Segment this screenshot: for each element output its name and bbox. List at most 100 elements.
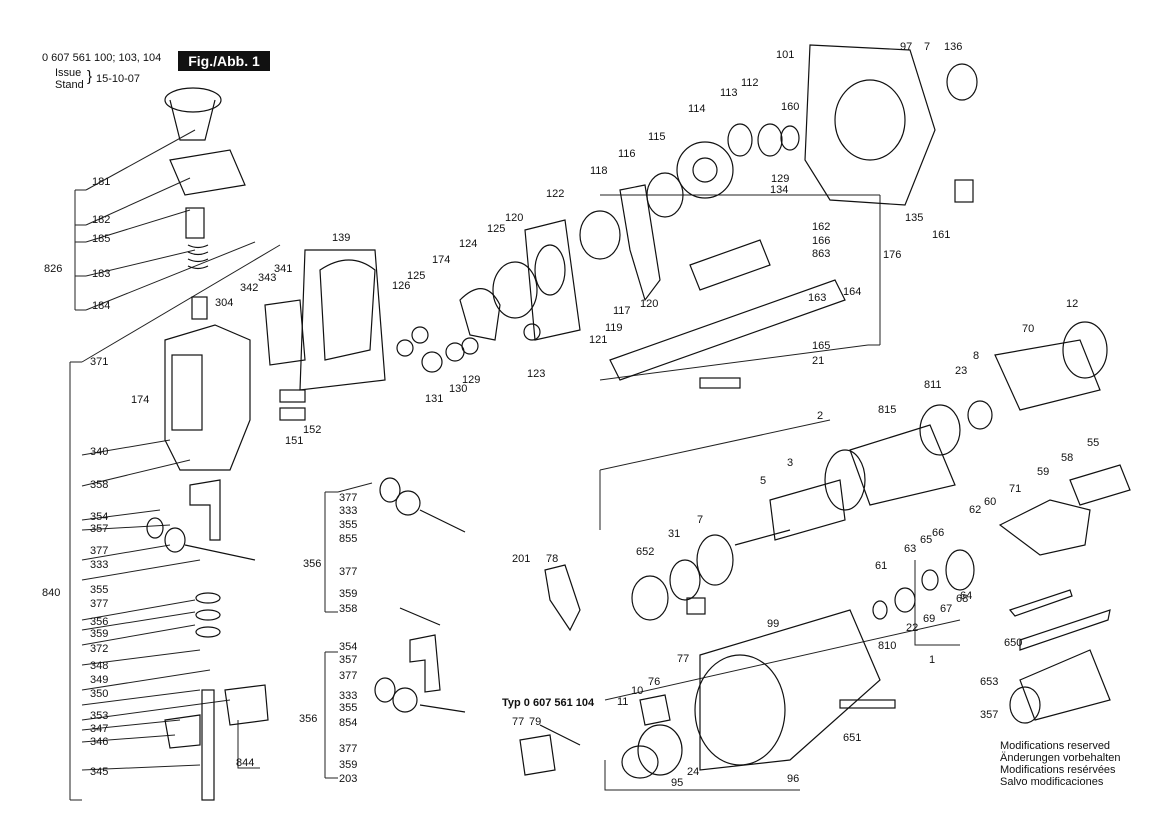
callout-844: 844 <box>236 757 255 769</box>
callout-125: 125 <box>407 270 426 282</box>
callout-130: 130 <box>449 383 468 395</box>
callout-304: 304 <box>215 297 234 309</box>
callout-12: 12 <box>1066 298 1079 310</box>
callout-2: 2 <box>817 410 824 422</box>
callout-119: 119 <box>605 322 623 334</box>
modifications-line: Modifications reserved <box>1000 740 1111 752</box>
callout-58: 58 <box>1061 452 1074 464</box>
callout-131: 131 <box>425 393 444 405</box>
callout-353: 353 <box>90 710 109 722</box>
callout-118: 118 <box>590 165 608 177</box>
callout-126: 126 <box>392 280 411 292</box>
callout-21: 21 <box>812 355 825 367</box>
callout-333: 333 <box>339 690 358 702</box>
callout-24: 24 <box>687 766 700 778</box>
callout-69: 69 <box>923 613 936 625</box>
callout-139: 139 <box>332 232 351 244</box>
callout-371: 371 <box>90 356 109 368</box>
callout-651: 651 <box>843 732 862 744</box>
callout-355: 355 <box>339 519 358 531</box>
callout-78: 78 <box>546 553 559 565</box>
callout-3: 3 <box>787 457 794 469</box>
callout-64: 64 <box>960 590 973 602</box>
callout-68: 68 <box>956 593 969 605</box>
callout-115: 115 <box>648 131 666 143</box>
callout-340: 340 <box>90 446 109 458</box>
callout-129: 129 <box>771 173 790 185</box>
issue-label: Issue <box>55 67 82 79</box>
callout-129: 129 <box>462 374 481 386</box>
callout-349: 349 <box>90 674 109 686</box>
callout-31: 31 <box>668 528 681 540</box>
callout-854: 854 <box>339 717 358 729</box>
callout-855: 855 <box>339 533 358 545</box>
callout-356: 356 <box>299 713 318 725</box>
callout-357: 357 <box>980 709 999 721</box>
callout-354: 354 <box>339 641 358 653</box>
callout-135: 135 <box>905 212 924 224</box>
callout-114: 114 <box>688 103 706 115</box>
callout-377: 377 <box>90 545 109 557</box>
callout-372: 372 <box>90 643 109 655</box>
callout-120: 120 <box>505 212 524 224</box>
callout-55: 55 <box>1087 437 1100 449</box>
variant-label: Typ 0 607 561 104 <box>502 697 595 709</box>
callout-377: 377 <box>339 566 358 578</box>
modifications-line: Salvo modificaciones <box>1000 776 1104 788</box>
callout-181: 181 <box>92 176 111 188</box>
callout-95: 95 <box>671 777 684 789</box>
callout-66: 66 <box>932 527 945 539</box>
callout-67: 67 <box>940 603 953 615</box>
callout-358: 358 <box>339 603 358 615</box>
callout-99: 99 <box>767 618 780 630</box>
callout-355: 355 <box>339 702 358 714</box>
callout-333: 333 <box>339 505 358 517</box>
callout-10: 10 <box>631 685 644 697</box>
callout-117: 117 <box>613 305 631 317</box>
callout-203: 203 <box>339 773 358 785</box>
callout-165: 165 <box>812 340 831 352</box>
callout-184: 184 <box>92 300 111 312</box>
callout-357: 357 <box>90 523 109 535</box>
callout-11: 11 <box>617 696 629 708</box>
callout-164: 164 <box>843 286 862 298</box>
callout-350: 350 <box>90 688 109 700</box>
callout-810: 810 <box>878 640 897 652</box>
brace-glyph: } <box>87 68 93 85</box>
callout-1: 1 <box>929 654 936 666</box>
callout-811: 811 <box>924 379 942 391</box>
callout-174: 174 <box>131 394 150 406</box>
callout-359: 359 <box>339 759 358 771</box>
callout-163: 163 <box>808 292 827 304</box>
callout-356: 356 <box>90 616 109 628</box>
callout-123: 123 <box>527 368 546 380</box>
callout-65: 65 <box>920 534 933 546</box>
callout-151: 151 <box>285 435 304 447</box>
callout-358: 358 <box>90 479 109 491</box>
callout-355: 355 <box>90 584 109 596</box>
callout-22: 22 <box>906 622 919 634</box>
callout-122: 122 <box>546 188 565 200</box>
callout-357: 357 <box>339 654 358 666</box>
callout-346: 346 <box>90 736 109 748</box>
callout-343: 343 <box>258 272 277 284</box>
callout-348: 348 <box>90 660 109 672</box>
callout-863: 863 <box>812 248 831 260</box>
callout-79: 79 <box>529 716 542 728</box>
issue-date: 15-10-07 <box>96 73 141 85</box>
callout-63: 63 <box>904 543 917 555</box>
callout-174: 174 <box>432 254 451 266</box>
callout-8: 8 <box>973 350 980 362</box>
callout-96: 96 <box>787 773 800 785</box>
callout-377: 377 <box>339 743 358 755</box>
modifications-line: Modifications resérvées <box>1000 764 1116 776</box>
callout-76: 76 <box>648 676 661 688</box>
callout-653: 653 <box>980 676 999 688</box>
callout-161: 161 <box>932 229 951 241</box>
callout-136: 136 <box>944 41 963 53</box>
callout-185: 185 <box>92 233 111 245</box>
callout-356: 356 <box>303 558 322 570</box>
callout-101: 101 <box>776 49 795 61</box>
callout-652: 652 <box>636 546 655 558</box>
